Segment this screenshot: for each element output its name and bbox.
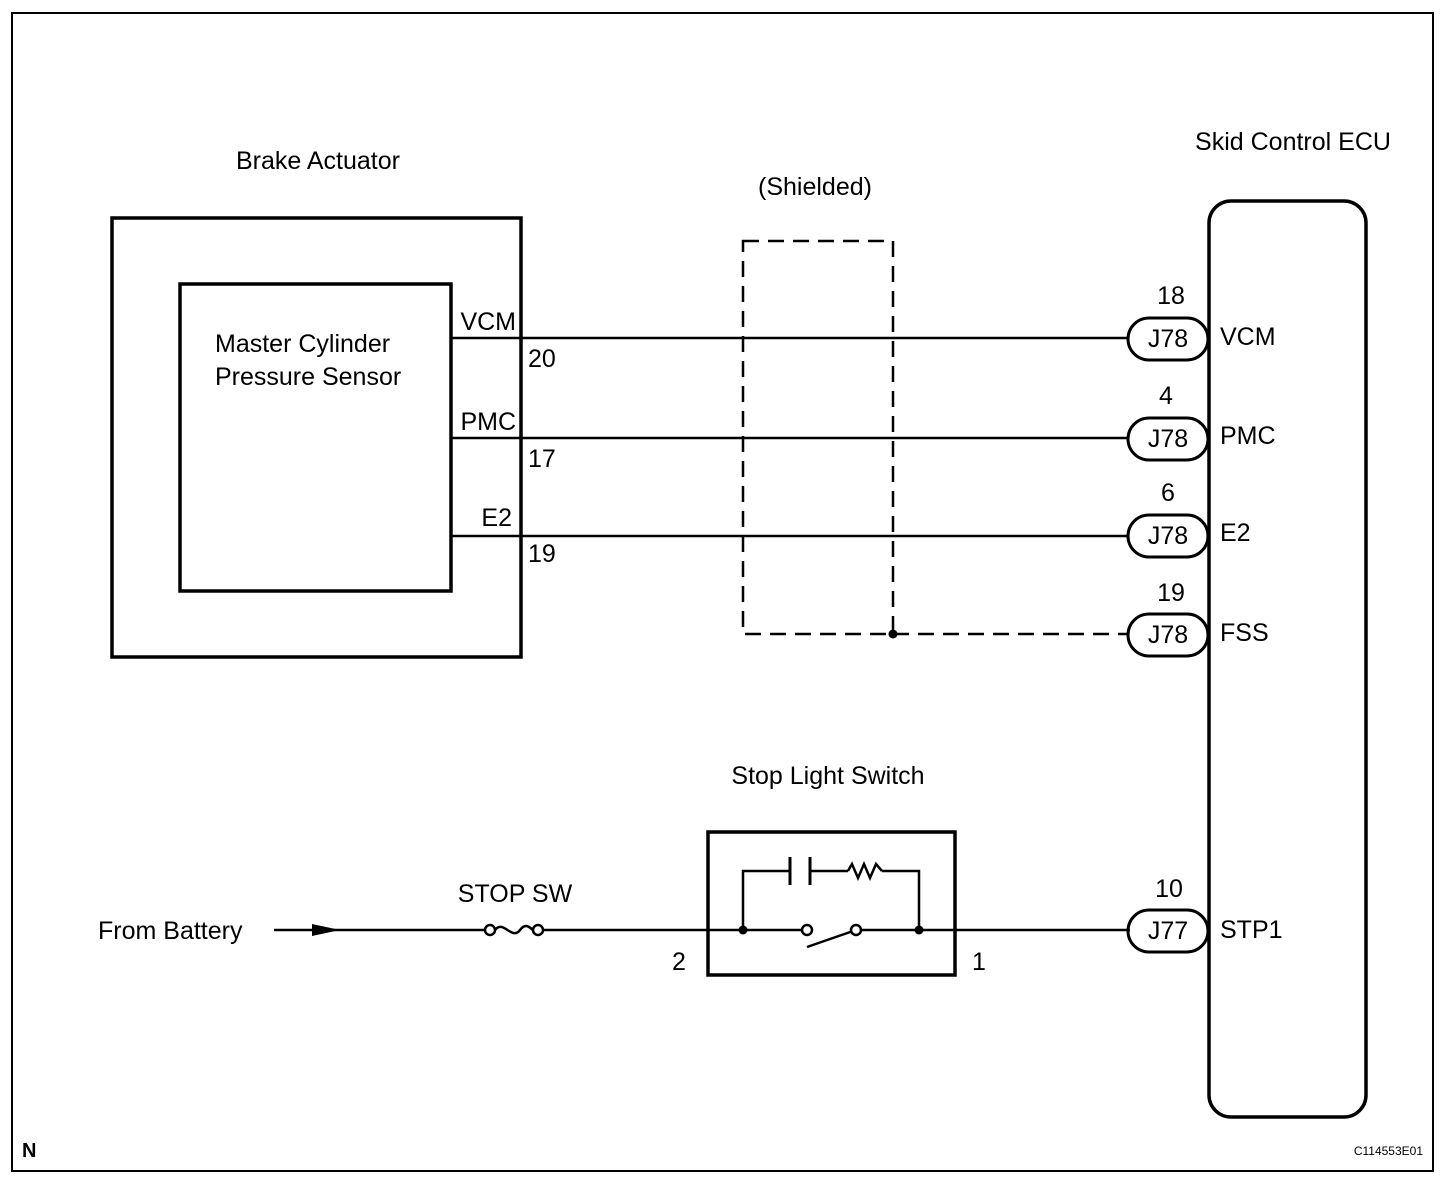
switch-branch-left (741, 869, 790, 930)
diagram-frame (11, 12, 1434, 1172)
fuse-label: STOP SW (458, 880, 573, 908)
sensor-label-line1: Master Cylinder (215, 330, 390, 358)
switch-contact-left (800, 923, 814, 937)
connector-oval (1126, 316, 1210, 362)
connector-id: J78 (1148, 621, 1188, 649)
shield-outline (741, 239, 895, 636)
ecu-box (1207, 199, 1368, 1119)
battery-label: From Battery (98, 917, 243, 945)
switch-branch-right (882, 869, 921, 930)
ecu-terminal-vcm: 18 J78 VCM (1126, 282, 1276, 362)
sensor-label-line2: Pressure Sensor (215, 363, 401, 391)
connector-id: J78 (1148, 522, 1188, 550)
actuator-pin-pmc-number: 17 (528, 445, 556, 473)
switch-contact-right (849, 923, 863, 937)
switch-pin-1: 1 (972, 948, 986, 976)
ecu-pin-number: 10 (1155, 875, 1183, 903)
stop-light-switch-title: Stop Light Switch (731, 762, 924, 790)
arrow-right-icon (312, 924, 340, 936)
brake-actuator-title: Brake Actuator (236, 147, 400, 175)
ecu-terminal-e2: 6 J78 E2 (1126, 479, 1251, 559)
switch-blade-icon (806, 928, 857, 949)
connector-oval (1126, 416, 1210, 462)
actuator-pin-e2-label: E2 (481, 504, 512, 532)
ecu-pin-number: 18 (1157, 282, 1185, 310)
junction-dot-left (738, 925, 748, 935)
ecu-pin-number: 6 (1161, 479, 1175, 507)
ecu-pin-number: 19 (1157, 579, 1185, 607)
resistor-icon (846, 860, 883, 882)
actuator-pin-e2-number: 19 (528, 540, 556, 568)
ecu-signal-label: PMC (1220, 422, 1276, 450)
actuator-pin-vcm-number: 20 (528, 345, 556, 373)
ecu-title: Skid Control ECU (1195, 128, 1391, 156)
capacitor-icon (788, 857, 812, 885)
shield-label: (Shielded) (758, 173, 872, 201)
ecu-terminal-fss: 19 J78 FSS (1126, 579, 1269, 658)
actuator-pin-vcm-label: VCM (460, 308, 516, 336)
connector-id: J77 (1148, 917, 1188, 945)
switch-pin-2: 2 (672, 948, 686, 976)
ecu-pin-number: 4 (1159, 382, 1173, 410)
connector-oval (1126, 612, 1210, 658)
connector-id: J78 (1148, 325, 1188, 353)
stop-light-switch-box (706, 830, 957, 977)
ecu-terminal-pmc: 4 J78 PMC (1126, 382, 1276, 462)
ecu-signal-label: E2 (1220, 519, 1251, 547)
ecu-terminal-stp1: 10 J77 STP1 (1126, 875, 1283, 954)
corner-mark: N (22, 1140, 36, 1162)
connector-oval (1126, 513, 1210, 559)
ecu-signal-label: STP1 (1220, 916, 1283, 944)
ecu-signal-label: FSS (1220, 619, 1269, 647)
fuse-icon (483, 923, 545, 937)
actuator-pin-pmc-label: PMC (460, 408, 516, 436)
shield-junction-dot (888, 629, 898, 639)
connector-id: J78 (1148, 425, 1188, 453)
ecu-signal-label: VCM (1220, 323, 1276, 351)
figure-id: C114553E01 (1354, 1144, 1423, 1158)
